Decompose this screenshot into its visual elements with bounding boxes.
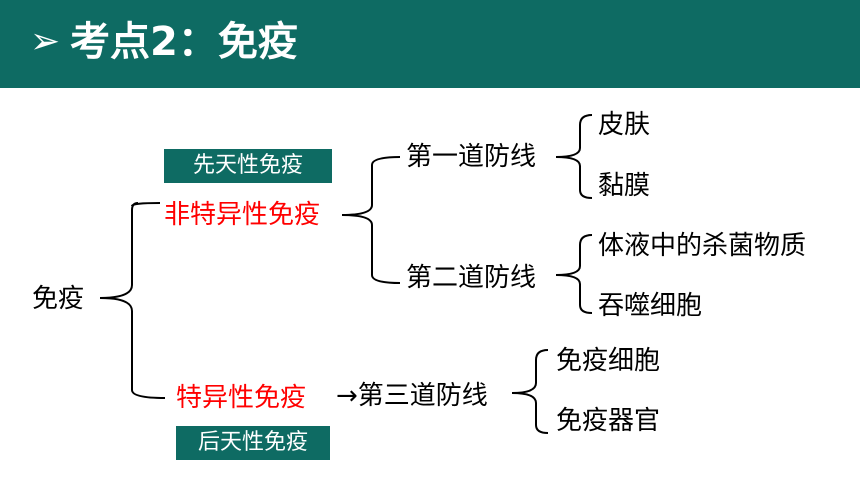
root-node: 免疫 [32, 284, 85, 314]
arrow-bullet-icon: ➢ [30, 21, 61, 62]
nonspecific-bracket [341, 156, 401, 284]
third-line-bracket [511, 349, 549, 434]
immune-cell-item: 免疫细胞 [556, 346, 661, 376]
mucosa-item: 黏膜 [598, 171, 651, 201]
nonspecific-immunity-label: 非特异性免疫 [164, 200, 321, 230]
first-line-bracket [555, 114, 593, 199]
root-bracket-top-arm [131, 202, 161, 207]
phagocyte-item: 吞噬细胞 [598, 291, 703, 321]
skin-item: 皮肤 [598, 110, 651, 140]
specific-immunity-label: 特异性免疫 [176, 383, 307, 413]
bactericidal-substance-item: 体液中的杀菌物质 [598, 231, 807, 261]
header-bar: ➢ 考点2：免疫 [0, 0, 860, 88]
second-line-bracket [555, 234, 593, 314]
second-defense-line: 第二道防线 [406, 263, 537, 293]
third-defense-line: →第三道防线 [336, 381, 488, 411]
immune-organ-item: 免疫器官 [556, 406, 661, 436]
acquired-immunity-tag: 后天性免疫 [176, 426, 330, 460]
root-bracket [99, 202, 166, 399]
first-defense-line: 第一道防线 [406, 142, 537, 172]
page-title: 考点2：免疫 [70, 19, 298, 65]
innate-immunity-tag: 先天性免疫 [164, 149, 332, 183]
